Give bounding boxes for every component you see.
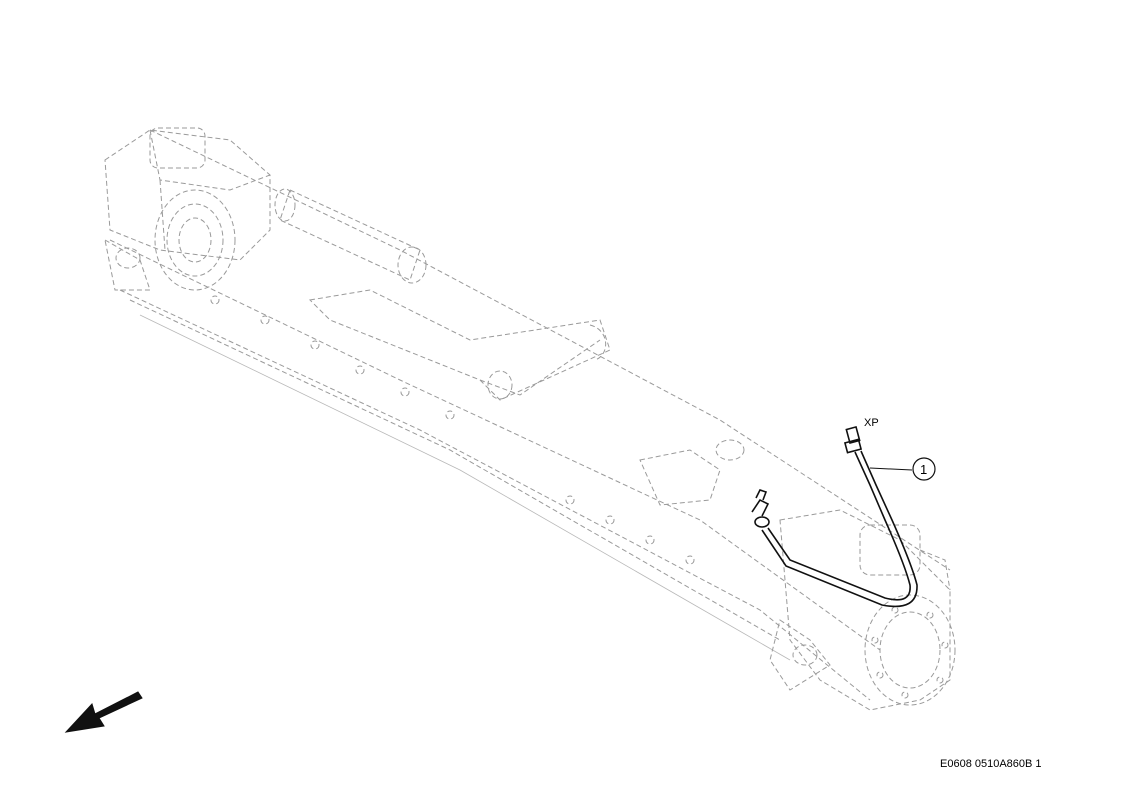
callout-1: 1 xyxy=(869,457,936,481)
axle-housing-ghost xyxy=(104,127,956,711)
beam-holes xyxy=(210,295,695,565)
figure-code: E0608 0510A860B 1 xyxy=(940,758,1042,770)
callout-1-number: 1 xyxy=(920,462,927,477)
hub-bolts xyxy=(871,606,949,699)
sensor-harness xyxy=(751,425,918,608)
front-direction-arrow-icon xyxy=(64,691,143,733)
connector-label-xp: XP xyxy=(864,417,879,429)
